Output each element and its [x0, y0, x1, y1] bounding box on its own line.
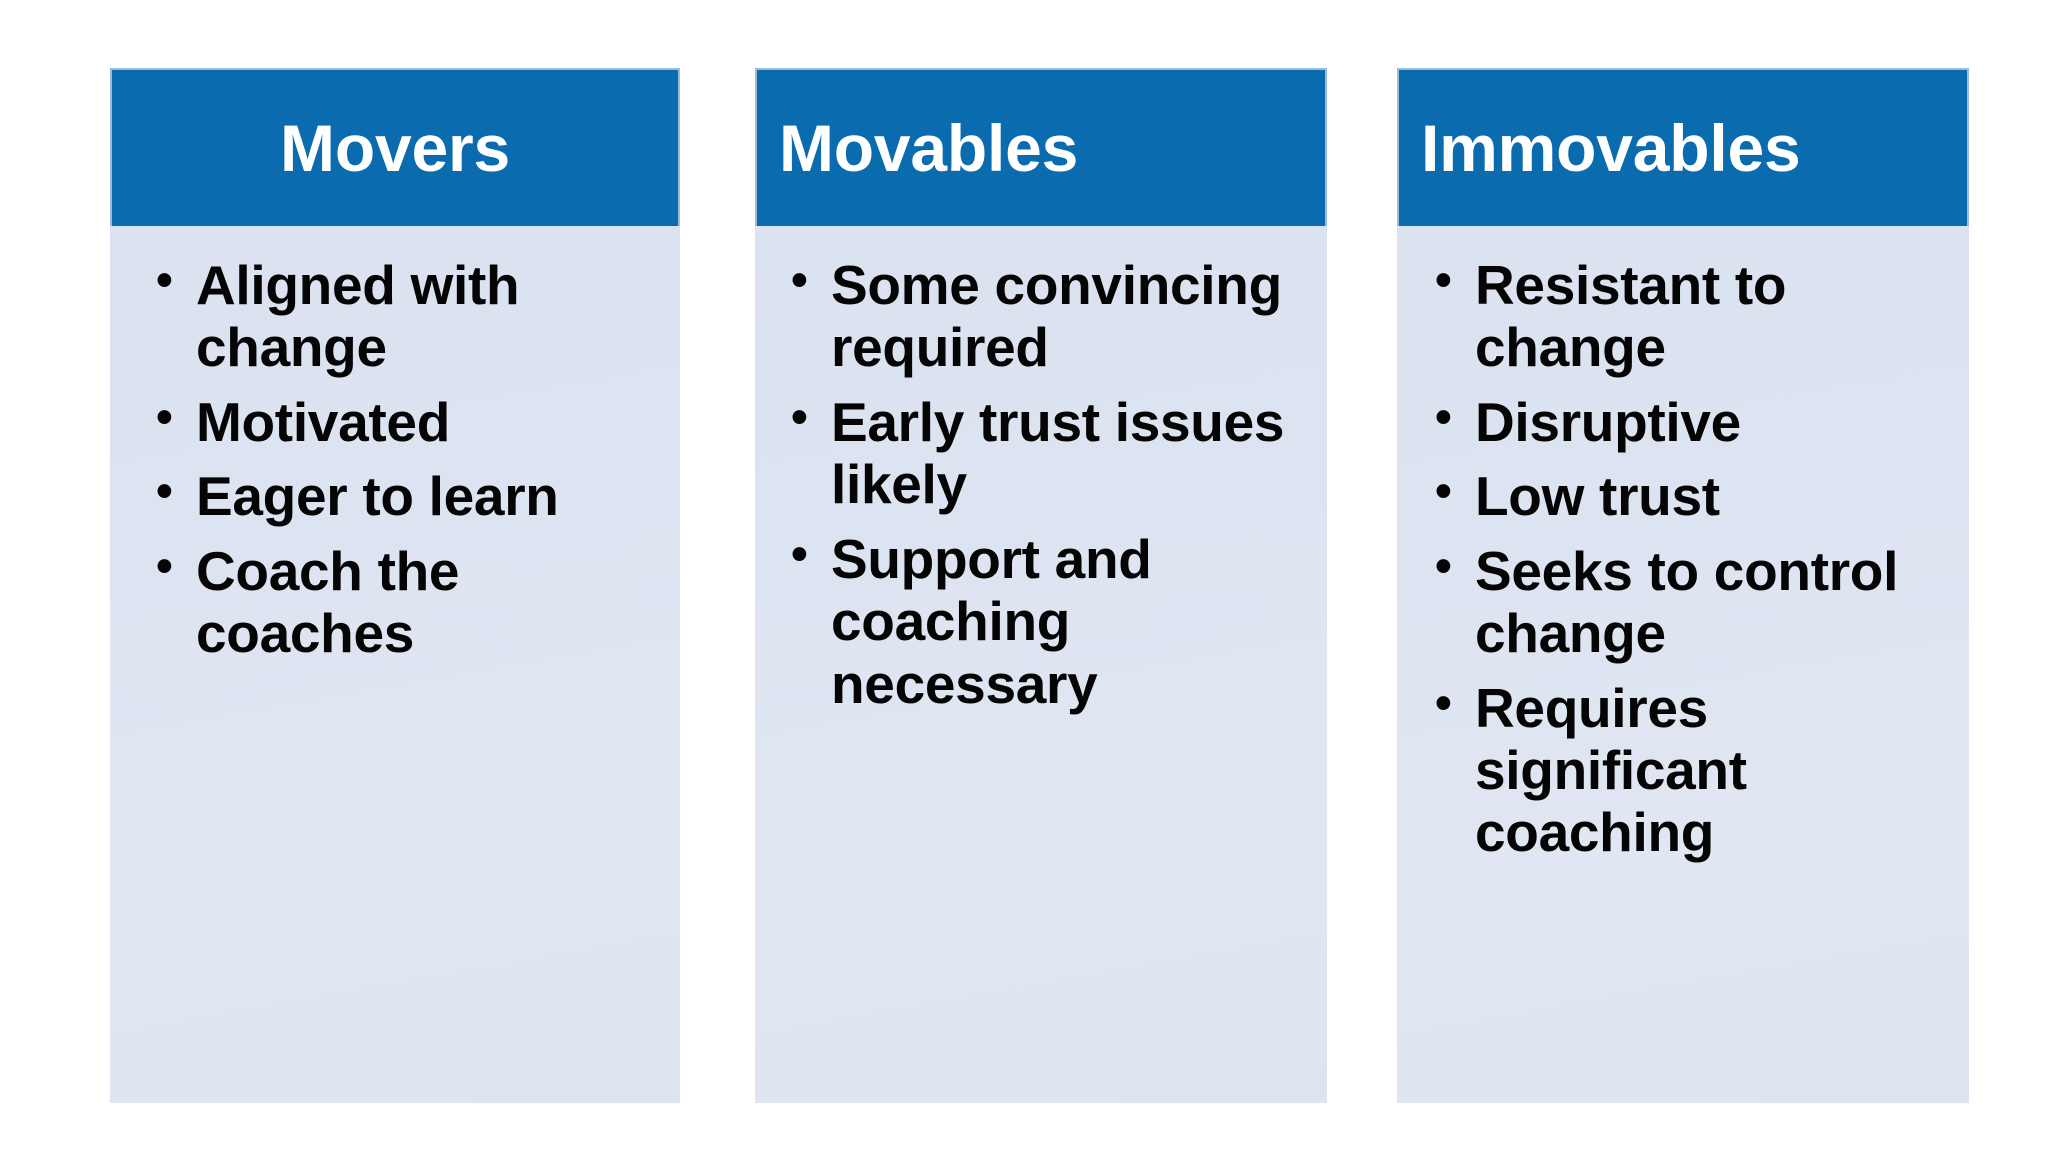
list-item: Early trust issues likely: [773, 389, 1317, 516]
list-item: Aligned with change: [138, 252, 670, 379]
column-body-immovables: Resistant to change Disruptive Low trust…: [1397, 226, 1969, 1103]
list-item: Requires significant coaching: [1417, 675, 1959, 864]
column-header-movers: Movers: [110, 68, 680, 226]
list-item: Low trust: [1417, 463, 1959, 527]
column-header-movables: Movables: [755, 68, 1327, 226]
bullet-list-movers: Aligned with change Motivated Eager to l…: [110, 252, 680, 665]
list-item: Support and coaching necessary: [773, 526, 1317, 715]
list-item: Resistant to change: [1417, 252, 1959, 379]
bullet-list-movables: Some convincing required Early trust iss…: [755, 252, 1327, 715]
list-item: Eager to learn: [138, 463, 670, 527]
column-body-movers: Aligned with change Motivated Eager to l…: [110, 226, 680, 1103]
list-item: Coach the coaches: [138, 538, 670, 665]
column-movables: Movables Some convincing required Early …: [755, 68, 1327, 1103]
column-body-movables: Some convincing required Early trust iss…: [755, 226, 1327, 1103]
column-immovables: Immovables Resistant to change Disruptiv…: [1397, 68, 1969, 1103]
list-item: Some convincing required: [773, 252, 1317, 379]
list-item: Disruptive: [1417, 389, 1959, 453]
list-item: Motivated: [138, 389, 670, 453]
bullet-list-immovables: Resistant to change Disruptive Low trust…: [1397, 252, 1969, 864]
column-movers: Movers Aligned with change Motivated Eag…: [110, 68, 680, 1103]
list-item: Seeks to control change: [1417, 538, 1959, 665]
column-header-immovables: Immovables: [1397, 68, 1969, 226]
